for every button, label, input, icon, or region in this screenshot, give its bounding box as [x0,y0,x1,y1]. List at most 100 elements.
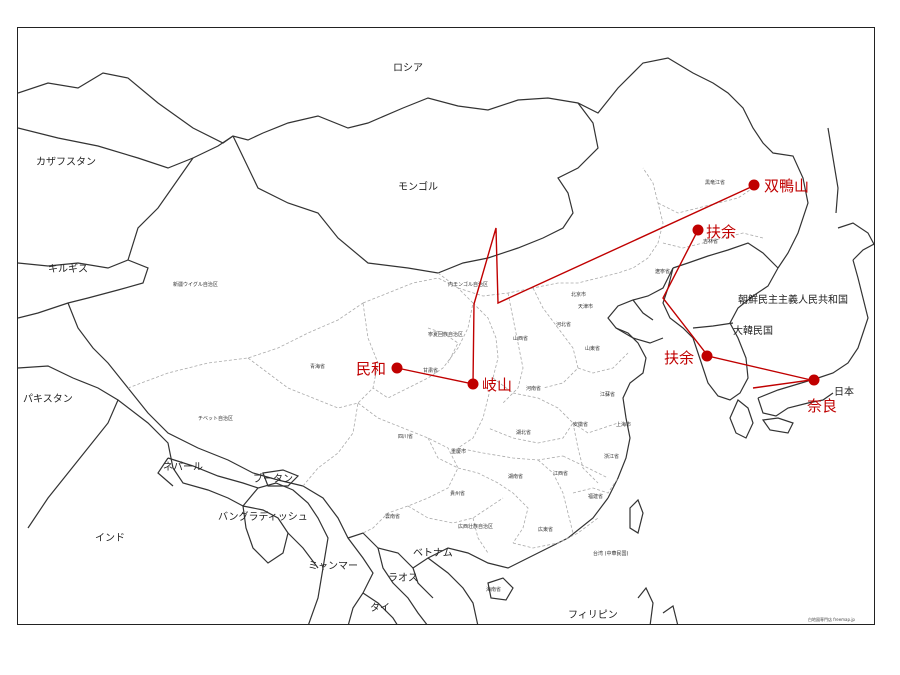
fujian-border [572,477,619,494]
route-japan-line [752,379,812,389]
label-myanmar: ミャンマー [308,561,358,572]
laos-border [377,547,428,624]
site-dot-minhe [391,362,403,374]
label-xinjiang: 新疆ウイグル自治区 [173,281,218,288]
shandong-peninsula [615,327,664,344]
site-dot-fuyu-korea [701,350,713,362]
country-labels: ロシア カザフスタン モンゴル キルギス パキスタン ネパール ブータン バング… [23,63,854,621]
jiangxi-border [537,455,609,534]
nepal-border [157,457,259,489]
province-borders [127,167,764,554]
site-markers [391,179,820,390]
label-henan: 河南省 [526,385,541,392]
label-sichuan: 四川省 [398,433,413,440]
route-north-line [472,186,752,385]
china-korea-border [672,242,779,269]
label-guizhou: 貴州省 [450,490,465,497]
label-tibet: チベット自治区 [198,415,233,422]
label-pakistan: パキスタン [23,393,73,405]
northeast-provinces [657,187,764,249]
japan-hokkaido [837,222,874,261]
sakhalin [827,127,839,214]
label-tianjin: 天津市 [578,303,593,310]
route-main-line [396,367,474,385]
label-zhejiang: 浙江省 [604,453,619,460]
site-label-qishan: 岐山 [482,376,512,394]
russia-border [18,57,809,269]
hubei-border [457,447,564,461]
label-kyrgyz: キルギス [48,263,88,275]
site-label-fuyu-korea: 扶余 [664,349,694,367]
label-thailand: タイ [370,602,390,614]
inner-mongolia-border [437,167,664,297]
site-dot-qishan [467,378,479,390]
qinghai-border [247,302,379,409]
label-beijing: 北京市 [571,291,586,298]
kyrgyz-border [18,259,149,319]
label-hainan: 海南省 [486,586,501,593]
map-frame: ロシア カザフスタン モンゴル キルギス パキスタン ネパール ブータン バング… [17,27,875,625]
label-ningxia: 寧夏回族自治区 [428,331,463,338]
site-label-shuangyashan: 双鴨山 [764,177,809,195]
gansu-border [362,277,474,399]
label-hebei: 河北省 [556,321,571,328]
map-credit: 白地図専門店 freemap.jp [808,616,855,622]
label-anhui: 安徽省 [573,421,588,428]
guizhou-border [407,497,504,524]
label-shanghai: 上海市 [616,421,631,428]
label-inner-mongolia: 内モンゴル自治区 [448,281,488,288]
label-shandong: 山東省 [585,345,600,352]
hainan-island [487,577,514,601]
site-label-nara: 奈良 [807,397,837,415]
label-jilin: 吉林省 [703,238,718,245]
label-fujian: 福建省 [588,493,603,500]
jiangsu-anhui-border [572,422,619,484]
kazakhstan-border [18,127,234,169]
hebei-border [532,287,579,389]
hunan-border [457,467,529,544]
japan-honshu [757,259,869,417]
label-japan: 日本 [834,385,854,398]
map-canvas: ロシア カザフスタン モンゴル キルギス パキスタン ネパール ブータン バング… [18,57,874,624]
label-nepal: ネパール [163,461,203,473]
site-dot-nara [808,374,820,386]
label-jiangsu: 江蘇省 [600,391,615,398]
japan-kyushu [729,399,754,439]
xinjiang-tibet-border [127,302,364,389]
label-liaoning: 遼寧省 [655,268,670,275]
label-jiangxi: 江西省 [553,470,568,477]
label-vietnam: ベトナム [413,547,453,559]
label-mongolia: モンゴル [398,180,438,193]
tibet-sichuan-border [302,402,359,487]
label-yunnan: 雲南省 [385,513,400,520]
province-labels: 新疆ウイグル自治区 チベット自治区 青海省 甘粛省 寧夏回族自治区 内モンゴル自… [173,179,725,593]
liaodong-peninsula [632,299,654,321]
site-labels: 民和 岐山 双鴨山 扶余 扶余 奈良 [356,177,837,415]
label-russia: ロシア [393,63,423,74]
pakistan-border [18,365,119,529]
china-south-border [347,497,609,569]
japan-shikoku [761,417,794,434]
label-hunan: 湖南省 [508,473,523,480]
label-heilongjiang: 黒竜江省 [705,179,725,186]
china-east-coast [607,267,674,499]
label-guangxi: 広西壮族自治区 [458,523,493,530]
route-korea-line [662,229,812,381]
guangxi-guangdong-border [472,517,599,554]
country-borders [18,57,874,624]
label-philippines: フィリピン [568,609,618,621]
shandong-border [577,352,629,374]
site-dot-fuyu-north [692,224,704,236]
label-bhutan: ブータン [253,472,293,485]
label-taiwan: 台湾 (中華民国) [593,550,629,557]
migration-route [396,186,812,389]
site-label-fuyu-north: 扶余 [706,223,736,241]
label-laos: ラオス [388,572,418,584]
label-hubei: 湖北省 [516,429,531,436]
thailand-border [362,592,398,624]
sichuan-border [357,402,459,534]
korea-dmz [692,322,734,329]
bangladesh-border [242,505,289,564]
taiwan-island [629,498,644,534]
site-label-minhe: 民和 [356,360,386,378]
